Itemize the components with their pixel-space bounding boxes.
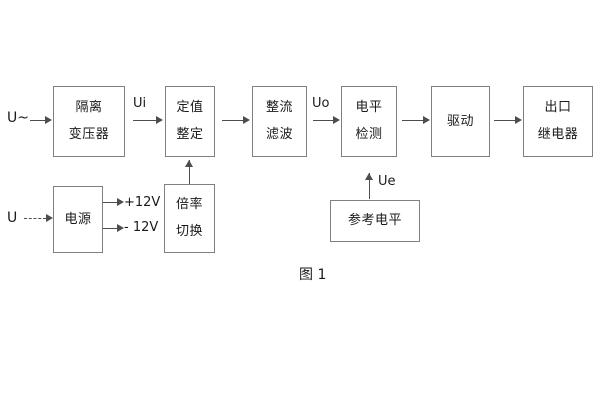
block-level-detection-line2: 检测 (355, 127, 383, 142)
block-level-detection[interactable]: 电平 检测 (341, 86, 397, 157)
signal-uo-label: Uo (312, 96, 330, 111)
arrow-input-ac-to-isolation-transformer (30, 116, 52, 125)
supply-positive-label: +12V (124, 195, 161, 210)
block-setting-value-line2: 整定 (176, 127, 204, 142)
block-rectify-filter-line2: 滤波 (265, 127, 293, 142)
supply-negative-label: - 12V (124, 220, 159, 235)
block-level-detection-line1: 电平 (355, 100, 383, 116)
block-drive[interactable]: 驱动 (431, 86, 490, 157)
block-multiplier-switch[interactable]: 倍率 切换 (164, 184, 215, 253)
block-setting-value-line1: 定值 (176, 100, 204, 116)
block-reference-level[interactable]: 参考电平 (330, 200, 420, 242)
figure-caption: 图 1 (299, 267, 327, 283)
block-isolation-transformer[interactable]: 隔离 变压器 (53, 86, 125, 157)
arrow-drive-to-output-relay (494, 116, 522, 125)
arrow-setting-value-to-rectify-filter (222, 116, 250, 125)
input-dc-label: U (7, 210, 18, 226)
signal-ui-label: Ui (133, 96, 147, 111)
block-drive-line1: 驱动 (446, 113, 474, 129)
arrow-reference-level-to-level-detection (365, 173, 374, 199)
block-isolation-transformer-line2: 变压器 (68, 127, 110, 142)
block-isolation-transformer-line1: 隔离 (75, 100, 103, 116)
arrow-multiplier-switch-to-setting-value (185, 160, 194, 184)
block-rectify-filter[interactable]: 整流 滤波 (252, 86, 307, 157)
block-multiplier-switch-line2: 切换 (175, 224, 203, 239)
arrow-input-dc-to-power-supply (24, 214, 54, 223)
block-output-relay[interactable]: 出口 继电器 (523, 86, 593, 157)
arrow-level-detection-to-drive (402, 116, 430, 125)
block-power-supply[interactable]: 电源 (53, 186, 103, 253)
arrow-supply-positive (103, 198, 125, 207)
block-output-relay-line1: 出口 (544, 100, 572, 116)
block-output-relay-line2: 继电器 (537, 127, 579, 142)
block-rectify-filter-line1: 整流 (265, 100, 293, 116)
signal-ue-label: Ue (378, 174, 396, 189)
input-ac-label: U~ (7, 110, 29, 126)
block-multiplier-switch-line1: 倍率 (175, 197, 203, 213)
arrow-rectify-filter-to-level-detection (313, 116, 340, 125)
arrow-supply-negative (103, 224, 125, 233)
block-reference-level-line1: 参考电平 (347, 213, 402, 229)
block-power-supply-line1: 电源 (64, 211, 92, 227)
block-setting-value[interactable]: 定值 整定 (165, 86, 215, 157)
arrow-isolation-transformer-to-setting-value (133, 116, 163, 125)
